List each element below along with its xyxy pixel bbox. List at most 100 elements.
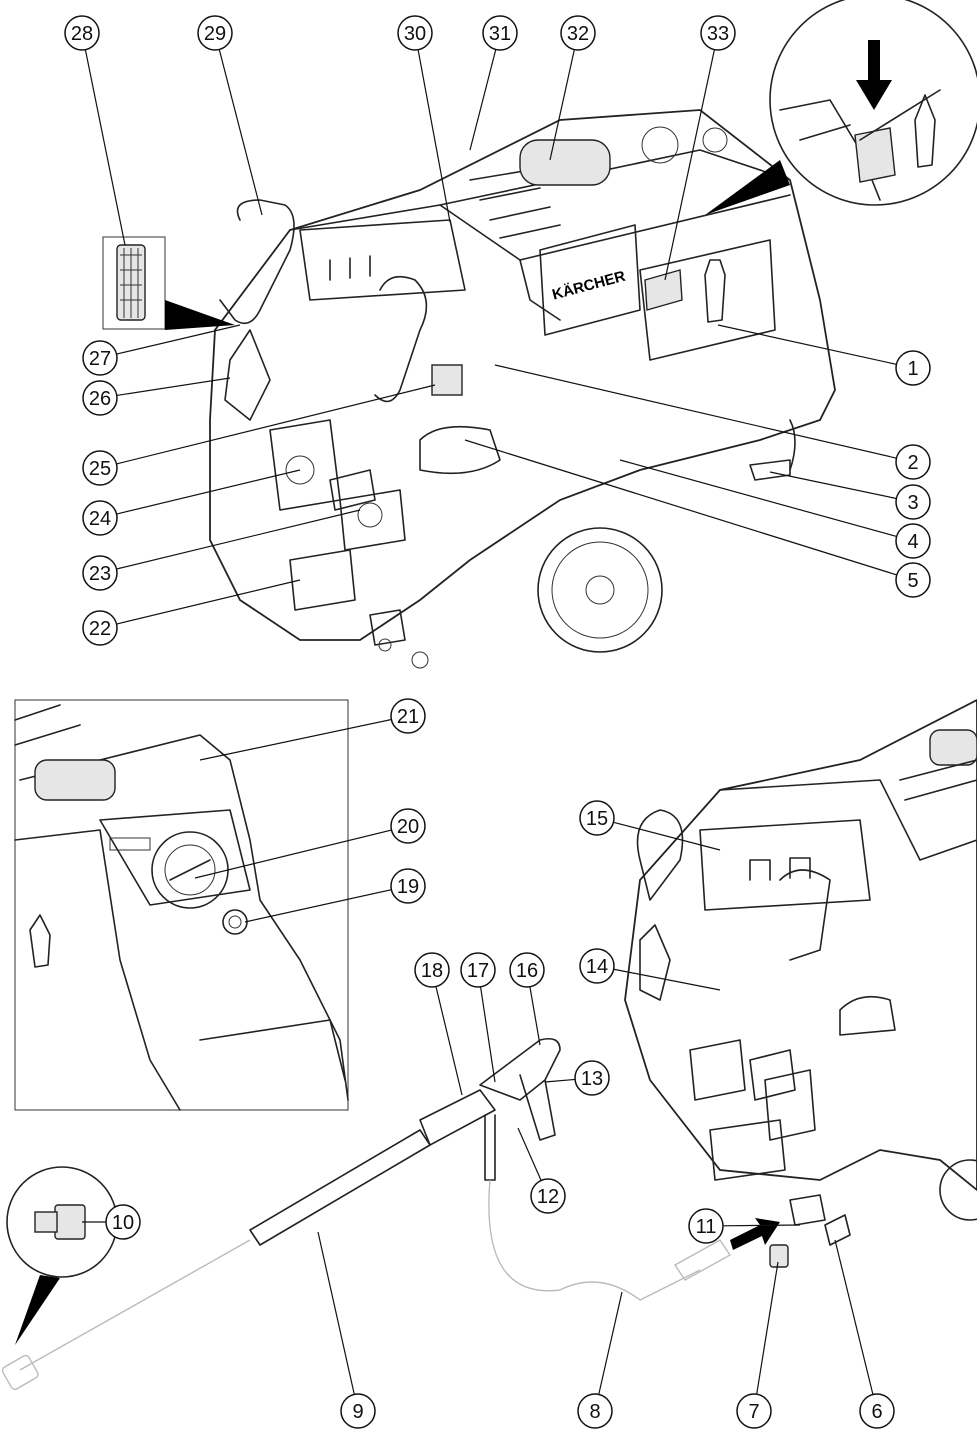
callout-number: 4 (907, 531, 918, 553)
callout-circle (509, 952, 545, 988)
callout-number: 15 (586, 808, 608, 830)
callout-7: 7 (736, 1261, 779, 1429)
leader-line-24 (116, 469, 301, 515)
callout-circle (397, 15, 433, 51)
callout-circle (688, 1208, 724, 1244)
callout-number: 21 (397, 706, 419, 728)
callout-number: 18 (421, 960, 443, 982)
callout-number: 31 (489, 23, 511, 45)
callout-number: 30 (404, 23, 426, 45)
leader-line-25 (116, 384, 436, 465)
leader-line-20 (194, 829, 392, 879)
callout-26: 26 (82, 377, 231, 416)
callout-circle (390, 698, 426, 734)
callout-12: 12 (517, 1127, 566, 1214)
leader-line-5 (464, 439, 897, 576)
callout-number: 17 (467, 960, 489, 982)
callout-number: 5 (907, 570, 918, 592)
callout-circle (390, 868, 426, 904)
callout-circle (460, 952, 496, 988)
callout-number: 20 (397, 816, 419, 838)
callout-17: 17 (460, 952, 496, 1083)
callout-20: 20 (194, 808, 426, 879)
callout-circle (82, 450, 118, 486)
callout-circle (340, 1393, 376, 1429)
leader-line-29 (218, 49, 263, 216)
leader-line-18 (435, 986, 463, 1096)
callout-number: 32 (567, 23, 589, 45)
machine-rear-view (624, 698, 977, 1226)
logo-plate (539, 224, 641, 336)
callout-11: 11 (688, 1208, 801, 1244)
leader-line-26 (116, 377, 231, 397)
callout-number: 14 (586, 956, 608, 978)
callout-13: 13 (544, 1060, 610, 1096)
leader-line-11 (722, 1224, 801, 1227)
callout-circle (414, 952, 450, 988)
callout-circle (895, 484, 931, 520)
control-panel-inset (14, 699, 349, 1111)
type-plate (431, 364, 463, 396)
callout-6: 6 (834, 1239, 895, 1429)
detail-inset-top-right (705, 0, 977, 215)
leader-line-13 (544, 1078, 576, 1083)
leader-line-33 (664, 49, 716, 281)
callout-4: 4 (619, 459, 931, 559)
leader-line-17 (479, 986, 496, 1083)
callout-15: 15 (579, 800, 721, 851)
leader-line-8 (598, 1291, 623, 1395)
callout-19: 19 (244, 868, 426, 923)
leader-line-4 (619, 459, 897, 538)
callout-14: 14 (579, 948, 721, 991)
callout-circle (482, 15, 518, 51)
leader-line-23 (116, 509, 361, 570)
callout-circle (579, 948, 615, 984)
callout-22: 22 (82, 579, 301, 646)
arrow-right-icon (730, 1218, 780, 1250)
callout-3: 3 (769, 471, 931, 520)
leader-line-14 (613, 968, 721, 991)
callout-number: 11 (696, 1216, 717, 1238)
callout-30: 30 (397, 15, 451, 223)
callout-29: 29 (197, 15, 263, 216)
callout-8: 8 (577, 1291, 623, 1429)
callout-circle (895, 523, 931, 559)
callout-circle (895, 350, 931, 386)
callout-number: 22 (89, 618, 111, 640)
callout-10: 10 (82, 1204, 141, 1240)
leader-line-32 (549, 49, 575, 161)
callout-circle (197, 15, 233, 51)
callout-circle (579, 800, 615, 836)
gun-and-lance (1, 1037, 851, 1390)
leader-line-27 (116, 324, 241, 355)
callout-number: 19 (397, 876, 419, 898)
callout-number: 28 (71, 23, 93, 45)
callout-16: 16 (509, 952, 545, 1046)
callout-circle (82, 500, 118, 536)
nozzle-inset (6, 1166, 118, 1345)
callout-number: 10 (112, 1212, 134, 1234)
leader-line-1 (717, 324, 897, 365)
callout-number: 1 (907, 358, 918, 380)
callout-number: 3 (907, 492, 918, 514)
callout-31: 31 (469, 15, 518, 151)
leader-line-2 (494, 364, 897, 459)
callout-circle (82, 340, 118, 376)
callout-number: 2 (907, 452, 918, 474)
callout-number: 24 (89, 508, 111, 530)
wheel (537, 527, 663, 653)
callout-23: 23 (82, 509, 361, 591)
leader-line-9 (317, 1231, 355, 1395)
callout-number: 23 (89, 563, 111, 585)
leader-line-22 (116, 579, 301, 625)
leader-line-30 (417, 49, 451, 223)
callout-24: 24 (82, 469, 301, 536)
callout-1: 1 (717, 324, 931, 386)
callout-circle (574, 1060, 610, 1096)
leader-line-12 (517, 1127, 542, 1181)
arrow-down-icon (856, 40, 892, 110)
storage-tray-32 (519, 139, 611, 186)
callout-5: 5 (464, 439, 931, 598)
leader-line-16 (529, 986, 541, 1046)
